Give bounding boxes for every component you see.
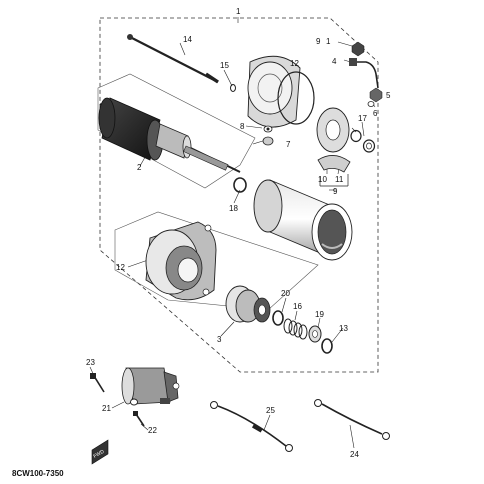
- callout-20: 20: [281, 289, 290, 298]
- callout-9-bottom: 9: [333, 187, 338, 196]
- brush-plate-part-10: [316, 107, 350, 153]
- terminal-lead-part-4: [349, 58, 379, 89]
- armature-section-outline: [97, 73, 256, 189]
- callout-22: 22: [148, 426, 157, 435]
- callout-5: 5: [386, 91, 391, 100]
- circlip-part-13: [321, 338, 333, 354]
- callout-18: 18: [229, 204, 238, 213]
- callout-16: 16: [293, 302, 302, 311]
- callout-3: 3: [217, 335, 222, 344]
- callout-1: 1: [236, 7, 241, 16]
- nut-part-5: [369, 87, 383, 103]
- long-bolt-part-14: [127, 34, 219, 84]
- bolt-part-8: [263, 125, 273, 133]
- callout-9-top: 9: [316, 37, 321, 46]
- callout-12-upper: 12: [290, 59, 299, 68]
- callout-labels: 1 2 3 4 5 6 7 8 9 1 9 10 11 12 12 13 14 …: [86, 7, 391, 459]
- svg-text:FWD: FWD: [93, 449, 106, 460]
- front-cover-part-12: [145, 221, 217, 301]
- yoke-housing: [253, 179, 353, 261]
- forward-arrow-icon: FWD: [91, 439, 109, 465]
- callout-13: 13: [339, 324, 348, 333]
- clutch-part-3: [225, 285, 271, 323]
- callout-6: 6: [373, 109, 378, 118]
- washer-part-18: [233, 177, 247, 193]
- callout-4: 4: [332, 57, 337, 66]
- callout-12-lower: 12: [116, 263, 125, 272]
- callout-17: 17: [358, 114, 367, 123]
- bracket-part-9-bracket: [319, 174, 349, 187]
- brush-holder-part-11: [317, 155, 351, 173]
- callout-8: 8: [240, 122, 245, 131]
- starter-lead-part-25: [210, 401, 293, 452]
- part-code-label: 8CW100-7350: [12, 469, 64, 478]
- callout-25: 25: [266, 406, 275, 415]
- armature-part-2: [98, 97, 241, 173]
- assembly-outline: [99, 17, 379, 373]
- callout-2: 2: [137, 163, 142, 172]
- starter-lead-part-24: [314, 399, 390, 440]
- nut-part-9-1: [351, 41, 365, 57]
- callout-19: 19: [315, 310, 324, 319]
- callout-9-suffix: 1: [326, 37, 331, 46]
- spring-part-16: [283, 318, 308, 340]
- bolt-part-23: [90, 373, 105, 393]
- rear-cover-part-12: [247, 55, 315, 128]
- washer-part-21: [130, 398, 138, 406]
- callout-10: 10: [318, 175, 327, 184]
- starter-motor-assembled: [121, 367, 180, 405]
- callout-21: 21: [102, 404, 111, 413]
- callout-14: 14: [183, 35, 192, 44]
- washer-part-6: [367, 101, 375, 107]
- washer-part-17: [350, 129, 376, 153]
- callout-11: 11: [335, 175, 344, 184]
- callout-24: 24: [350, 450, 359, 459]
- callout-23: 23: [86, 358, 95, 367]
- bolt-part-22: [133, 411, 145, 427]
- callout-7: 7: [286, 140, 291, 149]
- callout-15: 15: [220, 61, 229, 70]
- o-ring-part-15: [230, 84, 236, 92]
- nut-part-7: [262, 136, 274, 146]
- collar-part-19: [308, 325, 322, 343]
- ring-part-20: [272, 310, 284, 326]
